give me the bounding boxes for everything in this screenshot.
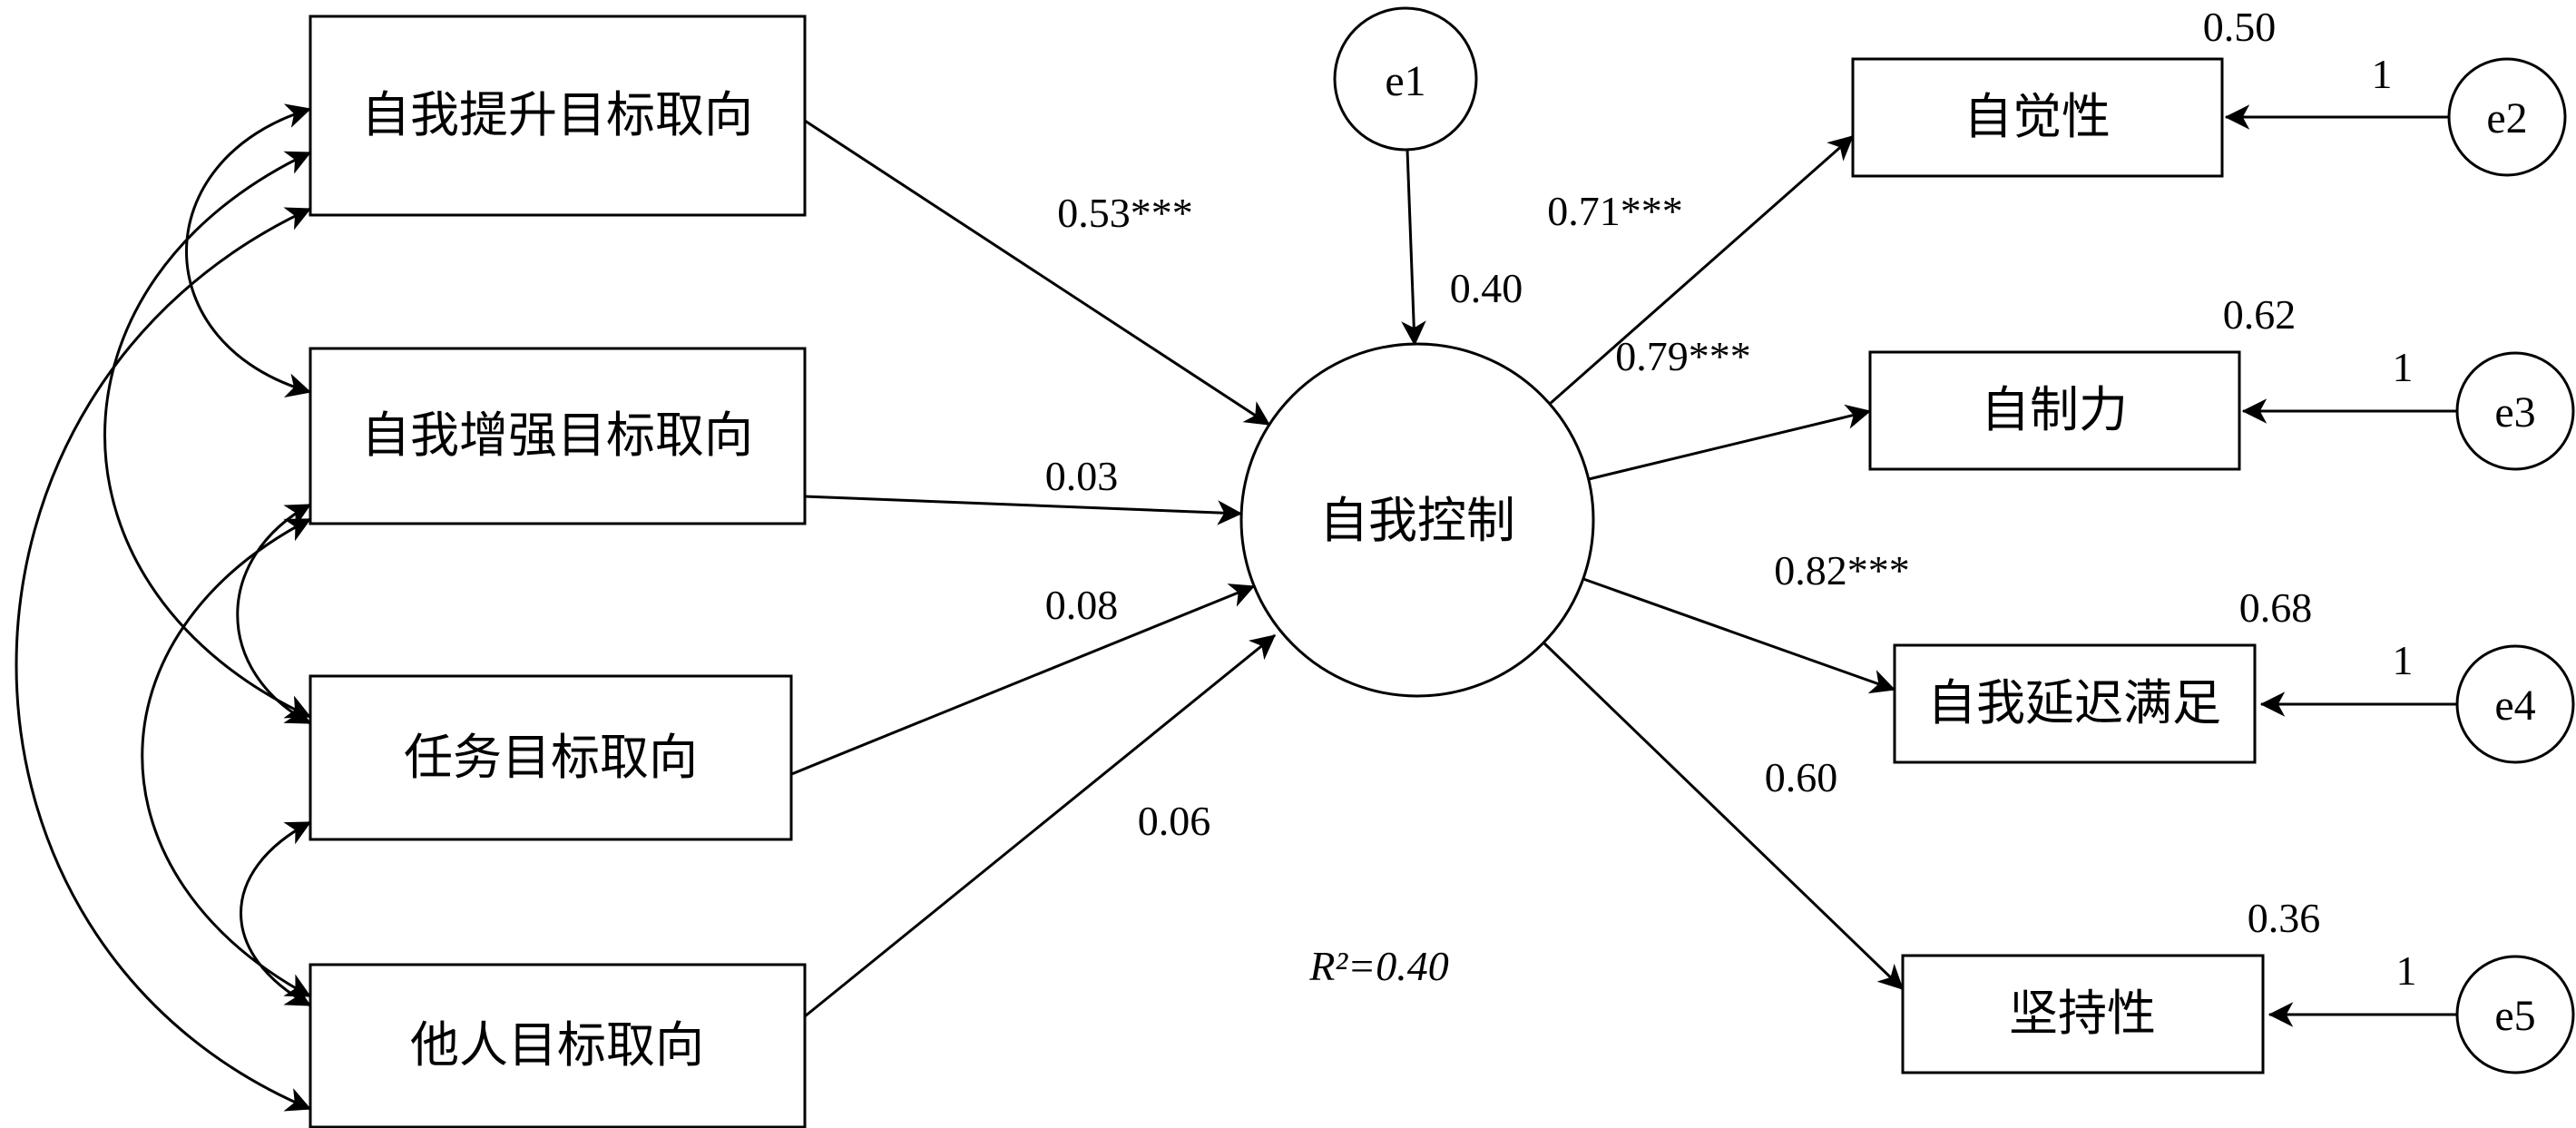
indicator-box-1 (1851, 57, 2224, 178)
error-weight-3: 1 (2393, 344, 2414, 390)
indicator-smc-1: 0.50 (2203, 4, 2277, 50)
indicator-label-4: 坚持性 (2009, 986, 2156, 1041)
covariance-arrow-1-3 (103, 151, 312, 719)
predictor-box-3 (309, 674, 793, 841)
e5-circle (2455, 955, 2575, 1074)
e5-label: e5 (2494, 992, 2535, 1040)
path-arrow-loading-3 (1582, 577, 1896, 694)
e3-label: e3 (2494, 388, 2535, 436)
loading-label-3: 0.82*** (1774, 547, 1910, 593)
path-arrow-e1 (1401, 149, 1426, 347)
predictor-label-3: 任务目标取向 (404, 731, 698, 785)
e1-label: e1 (1385, 57, 1425, 105)
path-coef-3: 0.08 (1045, 582, 1119, 628)
e3-circle (2455, 351, 2575, 471)
e1-circle (1333, 6, 1478, 152)
path-arrow-predictor-3 (788, 584, 1256, 777)
predictor-label-4: 他人目标取向 (410, 1018, 704, 1073)
path-arrow-predictor-1 (804, 119, 1271, 427)
path-arrow-predictor-2 (804, 495, 1243, 525)
indicator-box-2 (1868, 350, 2241, 471)
path-coef-1: 0.53*** (1057, 190, 1193, 236)
error-weight-4: 1 (2393, 637, 2414, 683)
predictor-box-1 (309, 15, 807, 217)
latent-label: 自我控制 (1319, 494, 1515, 548)
covariance-arrow-2-4 (141, 517, 312, 998)
indicator-smc-4: 0.36 (2248, 895, 2321, 941)
error-weight-5: 1 (2396, 947, 2417, 994)
path-coef-2: 0.03 (1045, 453, 1119, 499)
covariance-arrow-3-4 (240, 820, 312, 1007)
e4-label: e4 (2494, 682, 2535, 730)
indicator-label-2: 自制力 (1981, 383, 2128, 437)
predictor-box-4 (309, 963, 807, 1128)
indicator-smc-3: 0.68 (2239, 584, 2313, 631)
latent-smc: 0.40 (1450, 265, 1523, 311)
path-arrow-loading-4 (1542, 641, 1905, 991)
indicator-box-3 (1893, 643, 2257, 764)
indicator-label-3: 自我延迟满足 (1927, 676, 2221, 731)
loading-label-1: 0.71*** (1547, 188, 1683, 234)
error-weight-2: 1 (2372, 51, 2393, 97)
e4-circle (2455, 644, 2575, 764)
loading-label-4: 0.60 (1765, 754, 1838, 800)
latent-circle (1239, 342, 1595, 698)
path-arrow-loading-2 (1588, 404, 1872, 481)
path-coef-4: 0.06 (1138, 798, 1211, 844)
r-squared-label: R²=0.40 (1308, 943, 1448, 989)
covariance-arrow-2-3 (236, 503, 312, 725)
covariance-arrow-1-2 (185, 103, 312, 397)
indicator-label-1: 自觉性 (1964, 90, 2111, 144)
e2-circle (2447, 57, 2567, 177)
predictor-label-2: 自我增强目标取向 (361, 408, 753, 463)
e2-label: e2 (2486, 94, 2527, 142)
predictor-label-1: 自我提升目标取向 (361, 88, 753, 142)
path-arrow-loading-1 (1549, 134, 1854, 406)
predictor-box-2 (309, 347, 807, 525)
indicator-box-4 (1901, 954, 2265, 1074)
indicator-smc-2: 0.62 (2223, 291, 2297, 338)
covariance-arrow-1-4 (15, 207, 312, 1112)
loading-label-2: 0.79*** (1615, 333, 1751, 379)
path-arrow-predictor-4 (804, 633, 1276, 1018)
